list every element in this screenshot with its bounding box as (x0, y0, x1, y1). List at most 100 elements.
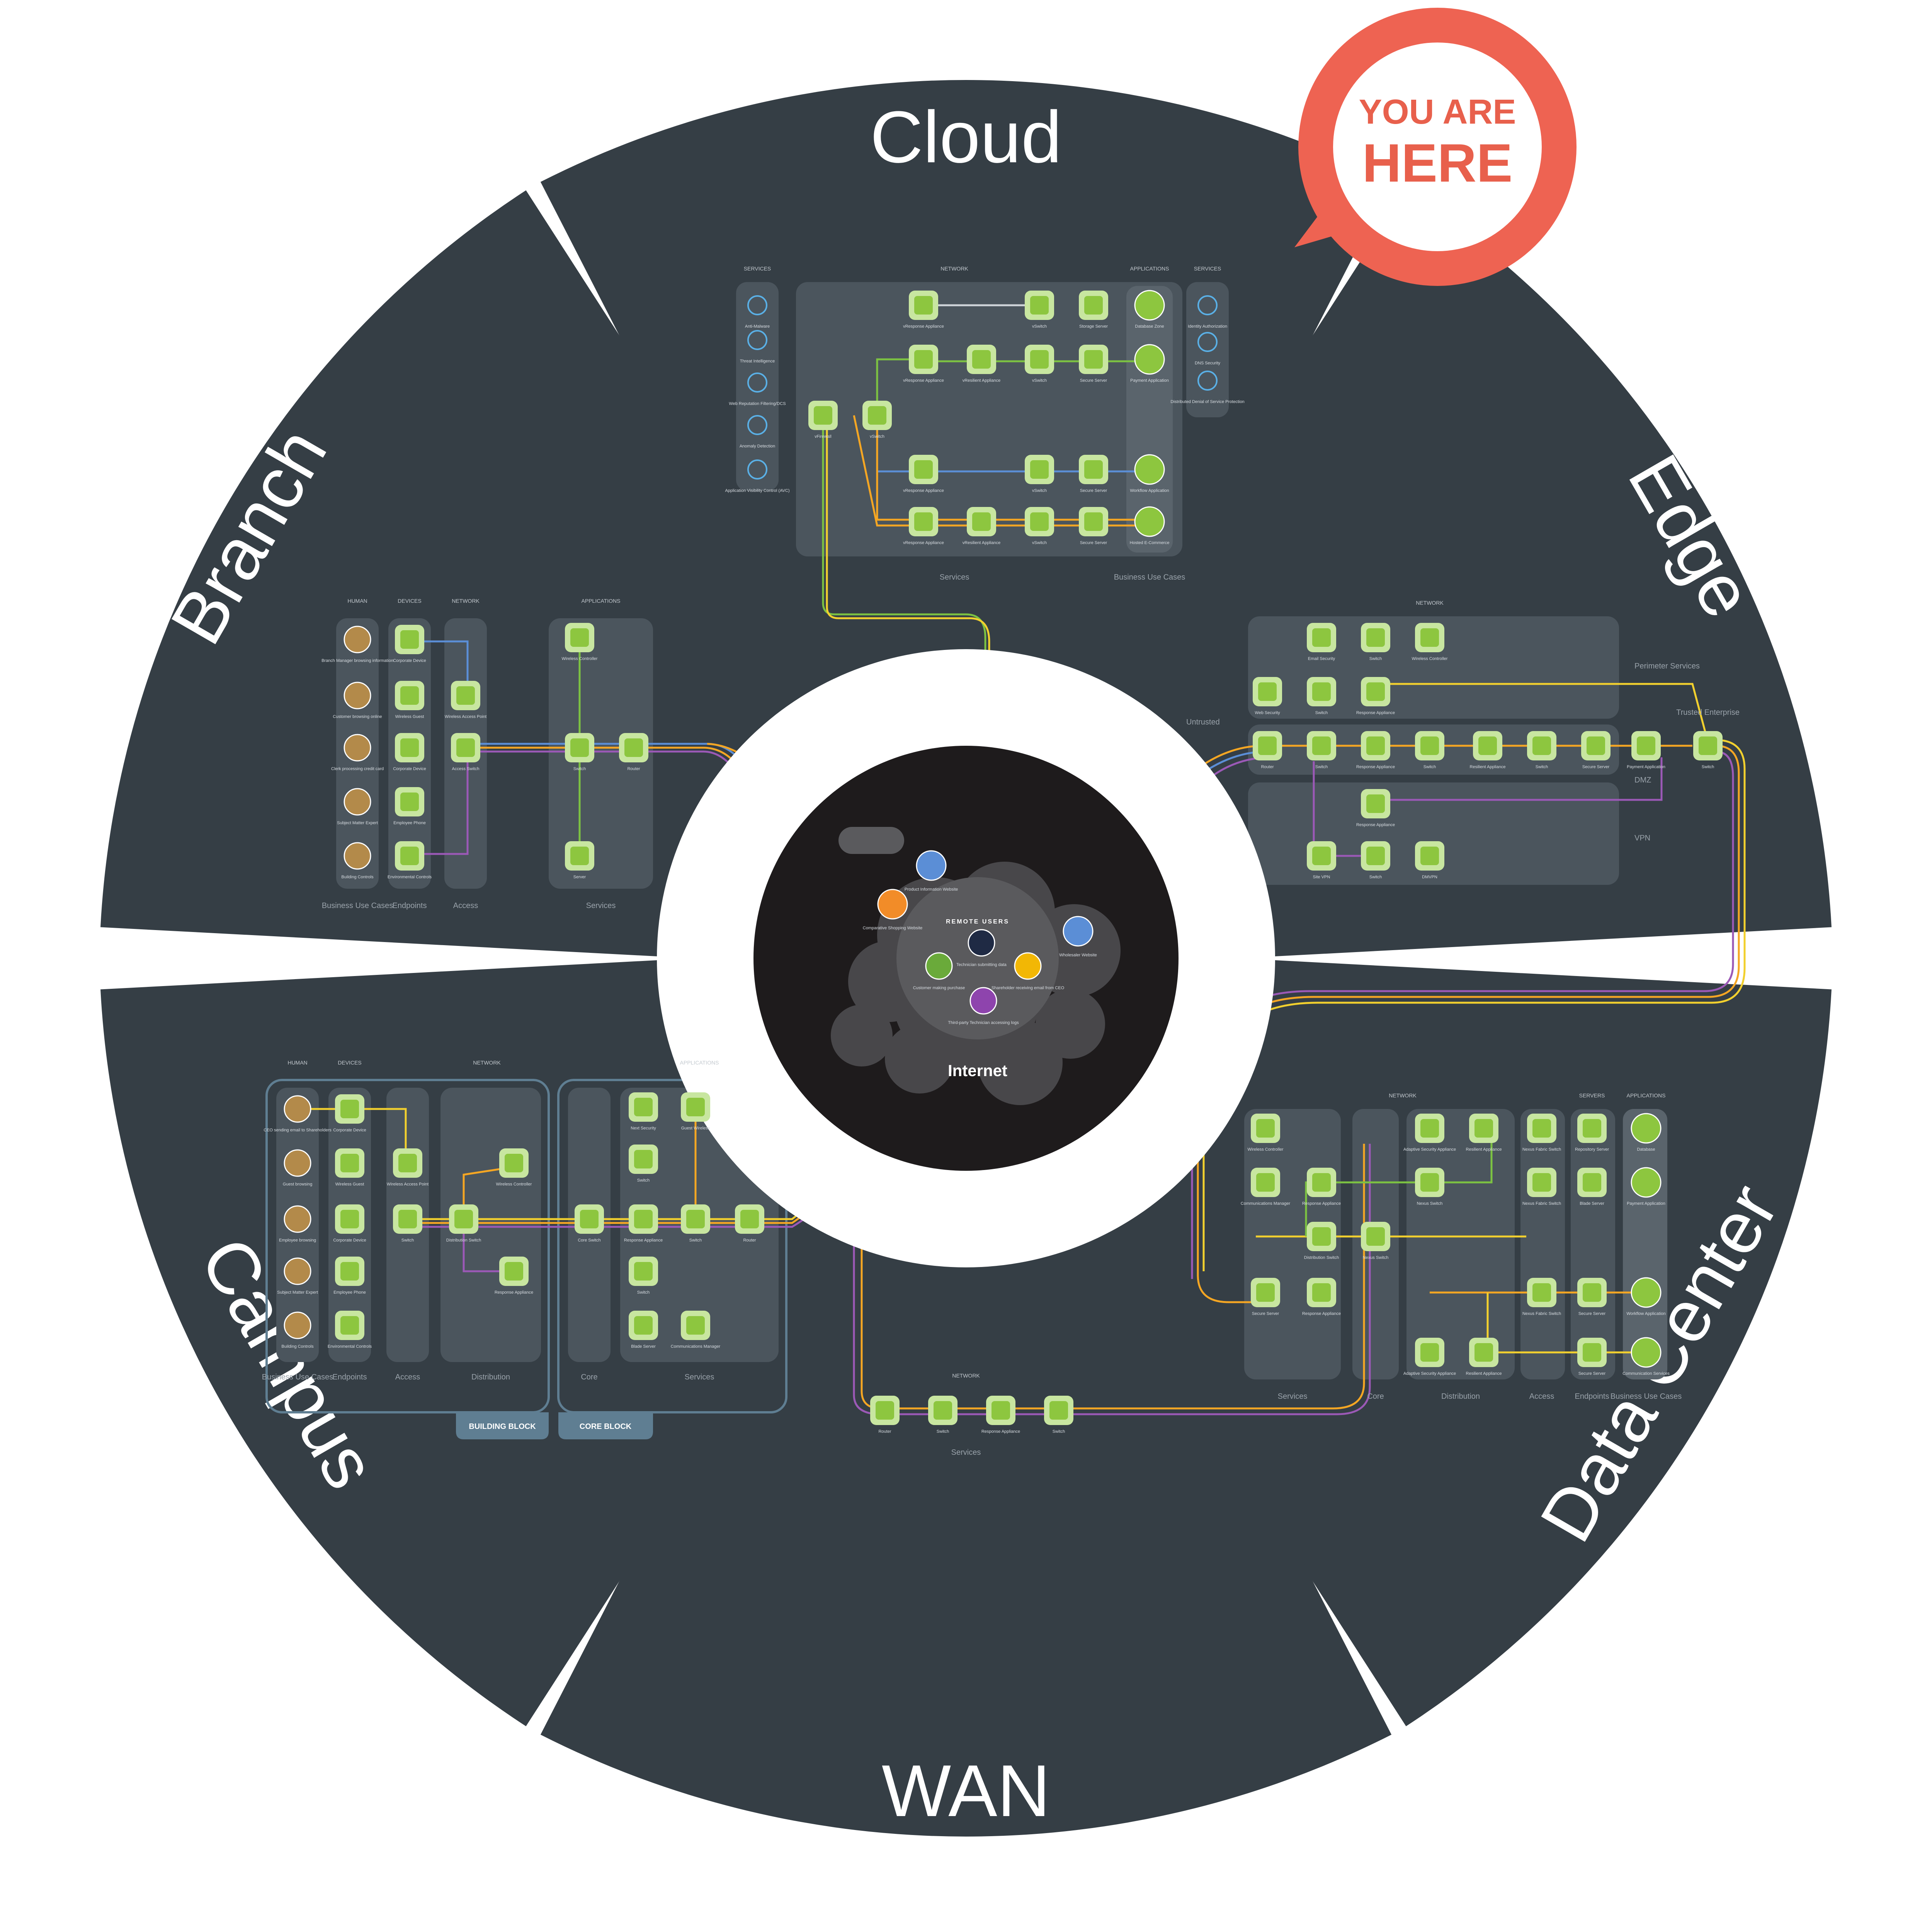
edge-node-7[interactable]: Switch (1307, 731, 1336, 769)
cloud-node-9[interactable]: vResponse Appliance (903, 455, 944, 493)
edge-node-3[interactable]: Web Security (1253, 677, 1282, 715)
hub-node-customer[interactable]: Customer making purchase (913, 952, 965, 990)
campus-network-3[interactable]: Wireless Controller (496, 1148, 532, 1187)
cloud-service-0[interactable]: Anti-Malware (745, 295, 770, 329)
branch-network-3[interactable]: Router (619, 733, 648, 771)
edge-node-14[interactable]: Switch (1693, 731, 1723, 769)
branch-human-3[interactable]: Subject Matter Expert (337, 788, 378, 825)
cloud-service-2[interactable]: Web Reputation Filtering/DCS (729, 372, 786, 406)
cloud-node-8[interactable]: Secure Server (1079, 345, 1108, 383)
edge-node-9[interactable]: Switch (1415, 731, 1444, 769)
cloud-node-11[interactable]: Secure Server (1079, 455, 1108, 493)
cloud-service-right-2[interactable]: Distributed Denial of Service Protection (1170, 371, 1245, 404)
cloud-node-2[interactable]: vResponse Appliance (903, 291, 944, 329)
cloud-app-2[interactable]: Workflow Application (1130, 454, 1169, 493)
branch-device-2[interactable]: Corporate Device (393, 733, 426, 771)
edge-node-8[interactable]: Response Appliance (1356, 731, 1395, 769)
campus-device-3[interactable]: Employee Phone (333, 1257, 366, 1295)
edge-node-18[interactable]: DMVPN (1415, 841, 1444, 879)
dc-node-6[interactable]: Resilient Appliance (1466, 1114, 1502, 1152)
dc-app-1[interactable]: Payment Application (1627, 1167, 1665, 1206)
dc-node-0[interactable]: Wireless Controller (1248, 1114, 1284, 1152)
dc-node-2[interactable]: Response Appliance (1302, 1168, 1341, 1206)
wan-node-3[interactable]: Switch (1044, 1396, 1073, 1434)
cloud-node-15[interactable]: Secure Server (1079, 507, 1108, 545)
cloud-node-3[interactable]: vSwitch (1025, 291, 1054, 329)
branch-network-0[interactable]: Wireless Access Point (445, 681, 486, 719)
campus-network-4[interactable]: Response Appliance (495, 1257, 533, 1295)
dc-node-3[interactable]: Distribution Switch (1304, 1222, 1339, 1260)
cloud-node-4[interactable]: Storage Server (1079, 291, 1108, 329)
wan-node-2[interactable]: Response Appliance (981, 1396, 1020, 1434)
campus-network-6[interactable]: Next Security (629, 1092, 658, 1131)
campus-network-1[interactable]: Switch (393, 1204, 422, 1243)
campus-network-11[interactable]: Router (735, 1204, 764, 1243)
wan-node-1[interactable]: Switch (928, 1396, 957, 1434)
cloud-node-1[interactable]: vSwitch (862, 401, 892, 439)
branch-device-1[interactable]: Wireless Guest (395, 681, 424, 719)
dc-app-3[interactable]: Communication Services (1622, 1337, 1670, 1376)
campus-human-0[interactable]: CEO sending email to Shareholders (264, 1095, 332, 1133)
dc-app-0[interactable]: Database (1631, 1113, 1662, 1152)
branch-device-3[interactable]: Employee Phone (393, 787, 426, 825)
edge-node-13[interactable]: Payment Application (1627, 731, 1665, 769)
campus-network-7[interactable]: Guest Wireless (681, 1092, 710, 1131)
dc-node-8[interactable]: Nexus Fabric Switch (1522, 1114, 1561, 1152)
campus-network-2[interactable]: Distribution Switch (446, 1204, 481, 1243)
campus-network-12[interactable]: Switch (629, 1257, 658, 1295)
cloud-node-14[interactable]: vSwitch (1025, 507, 1054, 545)
dc-node-5[interactable]: Adaptive Security Appliance (1403, 1114, 1456, 1152)
dc-node-9[interactable]: Nexus Fabric Switch (1522, 1168, 1561, 1206)
cloud-service-4[interactable]: Application Visibility Control (AVC) (725, 459, 790, 493)
campus-network-10[interactable]: Switch (681, 1204, 710, 1243)
campus-human-1[interactable]: Guest browsing (283, 1149, 312, 1187)
dc-node-14[interactable]: Adaptive Security Appliance (1403, 1338, 1456, 1376)
branch-device-4[interactable]: Environmental Controls (388, 841, 432, 879)
branch-network-4[interactable]: Wireless Controller (562, 623, 598, 661)
campus-network-9[interactable]: Response Appliance (624, 1204, 663, 1243)
edge-node-5[interactable]: Response Appliance (1356, 677, 1395, 715)
edge-node-17[interactable]: Switch (1361, 841, 1390, 879)
cloud-node-0[interactable]: vFirewall (808, 401, 838, 439)
edge-node-12[interactable]: Secure Server (1581, 731, 1611, 769)
branch-human-0[interactable]: Branch Manager browsing information (321, 626, 393, 663)
cloud-service-right-0[interactable]: Identity Authorization (1188, 295, 1227, 329)
hub-node-comparative-shopping[interactable]: Comparative Shopping Website (863, 889, 923, 930)
campus-device-1[interactable]: Wireless Guest (335, 1148, 364, 1187)
wan-node-0[interactable]: Router (870, 1396, 900, 1434)
branch-network-2[interactable]: Switch (565, 733, 594, 771)
campus-network-5[interactable]: Core Switch (575, 1204, 604, 1243)
dc-node-16[interactable]: Nexus Fabric Switch (1522, 1278, 1561, 1316)
hub-node-shareholder[interactable]: Shareholder receiving email from CEO (992, 952, 1065, 990)
cloud-service-1[interactable]: Threat Intelligence (740, 330, 775, 364)
dc-node-17[interactable]: Secure Server (1251, 1278, 1280, 1316)
branch-human-1[interactable]: Customer browsing online (333, 682, 382, 719)
cloud-app-3[interactable]: Hosted E-Commerce (1130, 506, 1170, 545)
campus-device-4[interactable]: Environmental Controls (328, 1311, 372, 1349)
cloud-node-10[interactable]: vSwitch (1025, 455, 1054, 493)
hub-node-wholesaler[interactable]: Wholesaler Website (1059, 916, 1097, 957)
cloud-node-5[interactable]: vResponse Appliance (903, 345, 944, 383)
edge-node-1[interactable]: Switch (1361, 623, 1390, 661)
cloud-node-7[interactable]: vSwitch (1025, 345, 1054, 383)
edge-node-10[interactable]: Resilient Appliance (1470, 731, 1506, 769)
edge-node-11[interactable]: Switch (1527, 731, 1556, 769)
campus-device-0[interactable]: Corporate Device (333, 1094, 366, 1133)
edge-node-16[interactable]: Site VPN (1307, 841, 1336, 879)
branch-human-4[interactable]: Building Controls (341, 842, 374, 879)
dc-node-7[interactable]: Nexus Switch (1415, 1168, 1444, 1206)
edge-node-4[interactable]: Switch (1307, 677, 1336, 715)
edge-node-2[interactable]: Wireless Controller (1412, 623, 1448, 661)
branch-network-1[interactable]: Access Switch (451, 733, 480, 771)
dc-node-18[interactable]: Secure Server (1577, 1338, 1607, 1376)
dc-node-15[interactable]: Resilient Appliance (1466, 1338, 1502, 1376)
dc-node-12[interactable]: Secure Server (1577, 1278, 1607, 1316)
edge-node-6[interactable]: Router (1253, 731, 1282, 769)
dc-app-2[interactable]: Workflow Application (1626, 1277, 1666, 1316)
campus-device-2[interactable]: Corporate Device (333, 1204, 366, 1243)
dc-node-13[interactable]: Response Appliance (1302, 1278, 1341, 1316)
sector-branch[interactable] (100, 190, 850, 959)
cloud-node-12[interactable]: vResponse Appliance (903, 507, 944, 545)
dc-node-10[interactable]: Repository Server (1575, 1114, 1609, 1152)
cloud-service-right-1[interactable]: DNS Security (1195, 332, 1221, 366)
